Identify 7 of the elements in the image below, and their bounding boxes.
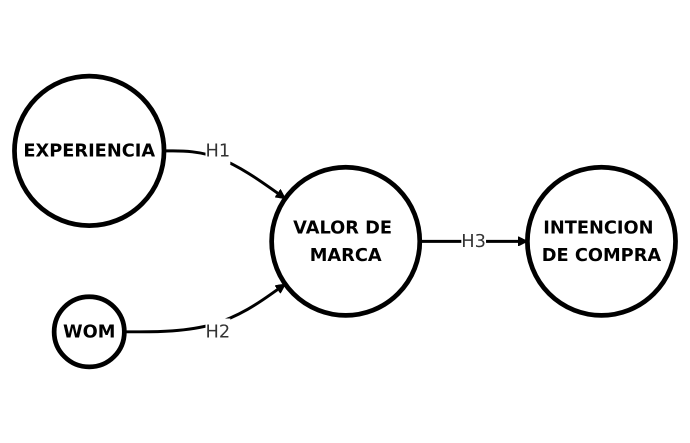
edge-label: H3 bbox=[461, 230, 486, 252]
node-circle: INTENCION DE COMPRA bbox=[525, 164, 678, 318]
node-circle: VALOR DE MARCA bbox=[269, 164, 422, 318]
edge-label: H2 bbox=[205, 320, 230, 342]
node-circle: EXPERIENCIA bbox=[12, 74, 166, 228]
edge-label: H1 bbox=[205, 140, 230, 162]
node-circle: WOM bbox=[52, 294, 127, 370]
